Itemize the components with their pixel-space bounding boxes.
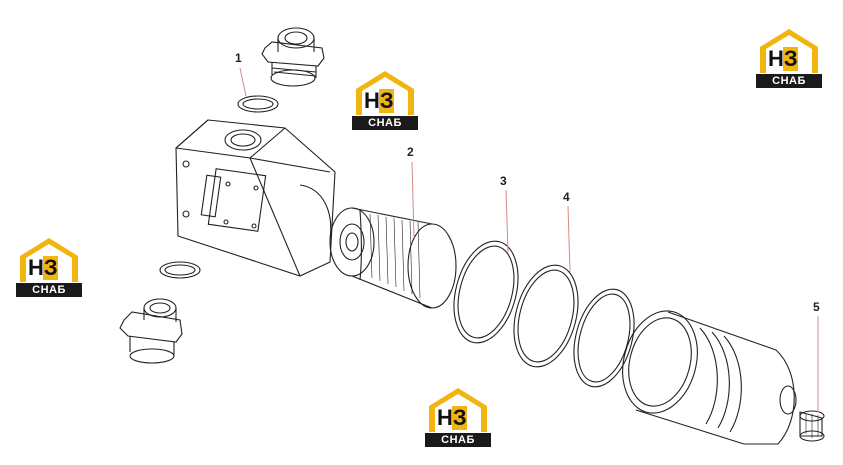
- logo-mark: НЗ: [437, 405, 467, 430]
- leader-line-4: [567, 205, 571, 273]
- filter-housing-bowl: [622, 310, 797, 445]
- brand-logo-left: НЗ СНАБ: [16, 236, 82, 298]
- o-ring-lower: [159, 261, 201, 279]
- o-ring-1: [237, 95, 279, 113]
- logo-text: СНАБ: [756, 74, 822, 88]
- drain-plug: [799, 410, 825, 442]
- logo-mark: НЗ: [28, 255, 58, 280]
- brand-logo-upper-center: НЗ СНАБ: [352, 69, 418, 131]
- logo-mark: НЗ: [768, 46, 798, 71]
- top-fitting: [261, 27, 325, 87]
- brand-logo-top-right: НЗ СНАБ: [756, 27, 822, 89]
- logo-text: СНАБ: [352, 116, 418, 130]
- seal-ring-extra: [573, 288, 635, 388]
- seal-ring-4: [513, 264, 579, 368]
- callout-4: 4: [563, 190, 570, 204]
- lower-fitting: [119, 298, 183, 364]
- seal-ring-3: [453, 240, 519, 344]
- logo-text: СНАБ: [16, 283, 82, 297]
- filter-head-block: [175, 119, 336, 277]
- leader-line-2: [411, 161, 415, 239]
- leader-line-1: [239, 67, 247, 97]
- logo-text: СНАБ: [425, 433, 491, 447]
- callout-1: 1: [235, 51, 242, 65]
- callout-3: 3: [500, 174, 507, 188]
- leader-line-3: [505, 189, 509, 253]
- filter-element: [329, 207, 457, 309]
- brand-logo-bottom-center: НЗ СНАБ: [425, 386, 491, 448]
- callout-2: 2: [407, 145, 414, 159]
- callout-5: 5: [813, 300, 820, 314]
- logo-mark: НЗ: [364, 88, 394, 113]
